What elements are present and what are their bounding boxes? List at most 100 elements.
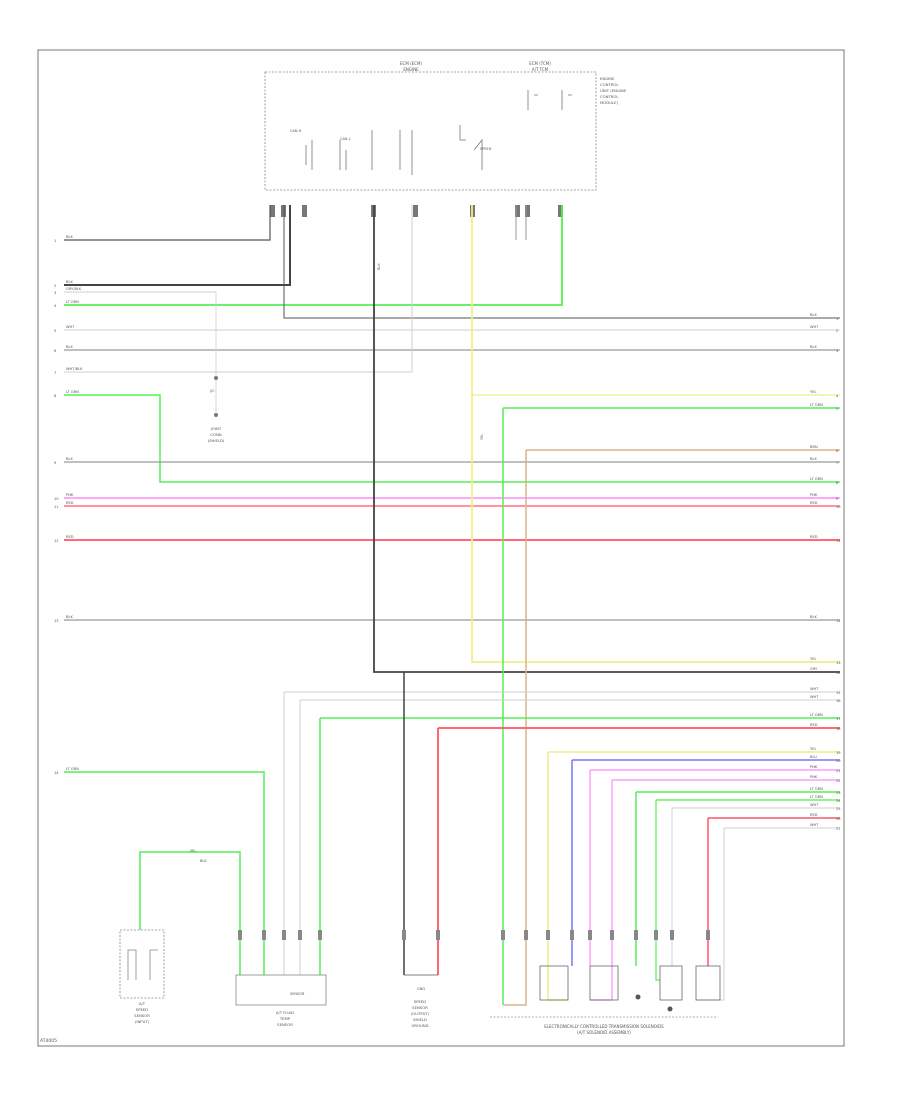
ground-junction: JOINT CONN (SHIELD) xyxy=(208,376,225,443)
junction-label: (SHIELD) xyxy=(208,438,225,443)
junction-label: JOINT xyxy=(210,426,222,431)
ecm-side-note-line: CONTROL xyxy=(600,82,619,87)
right-wire-color: BLK xyxy=(810,457,817,461)
left-wire-color: BLK xyxy=(66,280,73,284)
line-sensor: SENSOR A/T FLUID TEMP SENSOR xyxy=(235,974,327,1027)
right-wire-number: 17 xyxy=(836,717,841,721)
right-wire-number: 1 xyxy=(836,317,838,321)
right-wire-color: BLK xyxy=(810,615,817,619)
wire-yel-f xyxy=(547,751,840,1001)
left-wire-color: BLK xyxy=(66,615,73,619)
solenoid-assembly: ELECTRONICALLY CONTROLLED TRANSMISSION S… xyxy=(490,965,721,1035)
right-wire-number: 25 xyxy=(836,807,841,811)
right-wire-number: 8 xyxy=(836,481,839,485)
ecm-side-note-line: UNIT (ENGINE xyxy=(600,88,627,93)
left-wire-number: 10 xyxy=(54,497,59,501)
connector-pin xyxy=(706,930,710,940)
ecm-inner-label: SPEED xyxy=(480,147,492,151)
left-wire-color: LT GRN xyxy=(66,390,79,394)
wire-blk-junction xyxy=(283,205,840,319)
right-wire-number: 23 xyxy=(836,791,841,795)
right-wire-number: 27 xyxy=(836,827,841,831)
solenoid-box xyxy=(539,965,569,1001)
left-wire-color: LT GRN xyxy=(66,767,79,771)
right-wire-number: 10 xyxy=(836,505,841,509)
wire-wht-7 xyxy=(64,205,413,373)
right-wire-number: 26 xyxy=(836,817,841,821)
ecm-title-left-2: ENGINE xyxy=(403,67,419,72)
right-wire-number: 11 xyxy=(836,539,841,543)
ground-cap-small: GND xyxy=(417,987,425,991)
right-wire-number: 2 xyxy=(836,329,838,333)
left-wire-color: GRY/BLK xyxy=(66,287,82,291)
speed-sensor-body xyxy=(119,929,165,999)
right-wire-color: YEL xyxy=(810,747,816,751)
wire-grn-c xyxy=(319,717,840,975)
connector-pin xyxy=(654,930,658,940)
right-wire-number: 6 xyxy=(836,449,839,453)
wire-grn-sol xyxy=(502,407,840,1005)
right-wire-number: 5 xyxy=(836,407,838,411)
solenoid-box xyxy=(659,965,683,1001)
wire-red-d xyxy=(437,727,840,975)
connector-pin xyxy=(318,930,322,940)
splice-label: J/C xyxy=(209,389,215,393)
ecm-inner-label: CAN H xyxy=(290,129,302,133)
left-wire-number: 4 xyxy=(54,304,57,308)
right-wire-color: LT GRN xyxy=(810,403,823,407)
connector-pin xyxy=(670,930,674,940)
right-wire-color: LT GRN xyxy=(810,787,823,791)
line-sensor-label: A/T FLUID xyxy=(276,1010,294,1015)
wire-grn-8 xyxy=(64,394,840,483)
junction-dot xyxy=(214,413,218,417)
right-wire-color: WHT xyxy=(810,687,819,691)
wire-grn-coil xyxy=(139,851,241,975)
right-wire-number: 13 xyxy=(836,661,841,665)
output-sensor-label: SPEED xyxy=(414,999,426,1004)
right-wire-color: YEL xyxy=(810,657,816,661)
footer-code: AT4005 xyxy=(40,1038,57,1044)
ecm-title-right-2: A/T TCM xyxy=(532,67,549,72)
coil-wire-label: YEL xyxy=(190,849,196,853)
wire-grn-14 xyxy=(64,771,265,975)
connector-pin xyxy=(402,930,406,940)
wire-wht-b xyxy=(299,699,840,975)
speed-sensor-label: SENSOR xyxy=(134,1013,150,1018)
speed-sensor: A/T SPEED SENSOR (INPUT) xyxy=(119,929,165,1024)
right-wire-number: 4 xyxy=(836,394,839,398)
right-wire-number: 14 xyxy=(836,671,841,675)
wire-red-m xyxy=(707,817,840,966)
wire-pnk-i xyxy=(590,779,840,1001)
left-wire-number: 7 xyxy=(54,371,56,375)
wire-grn-4 xyxy=(64,205,563,306)
left-wire-number: 3 xyxy=(54,291,56,295)
solenoid-box xyxy=(695,965,721,1001)
left-wire-color: RED xyxy=(66,535,74,539)
right-wire-color: BLU xyxy=(810,755,817,759)
left-wire-color: BLK xyxy=(66,345,73,349)
wire-blk-2 xyxy=(64,205,291,286)
yel-wire-label: YEL xyxy=(480,434,484,440)
left-wire-number: 1 xyxy=(54,239,56,243)
right-wire-color: RED xyxy=(810,501,818,505)
right-wire-color: GRY xyxy=(810,667,818,671)
right-wire-color: WHT xyxy=(810,325,819,329)
junction-label: CONN xyxy=(210,432,221,437)
right-wire-number: 12 xyxy=(836,619,841,623)
ecm-internal-switches xyxy=(305,90,572,175)
output-speed-sensor: GND SPEED SENSOR (OUTPUT) SHIELD GROUND xyxy=(404,974,438,1028)
diagram-frame xyxy=(37,49,845,1047)
ecm-inner-label: CAN L xyxy=(340,137,351,141)
wire-brn xyxy=(503,449,840,1006)
ecm-title-left-1: ECM (ECM) xyxy=(400,61,422,66)
ground-cap-label: SHIELD xyxy=(413,1017,427,1022)
left-wire-number: 5 xyxy=(54,329,56,333)
wire-wht-l xyxy=(671,807,840,966)
right-wire-number: 20 xyxy=(836,759,841,763)
line-sensor-box-label: SENSOR xyxy=(290,992,305,996)
solenoid-ground-dot xyxy=(635,994,641,1000)
line-sensor-label: TEMP xyxy=(279,1016,291,1021)
